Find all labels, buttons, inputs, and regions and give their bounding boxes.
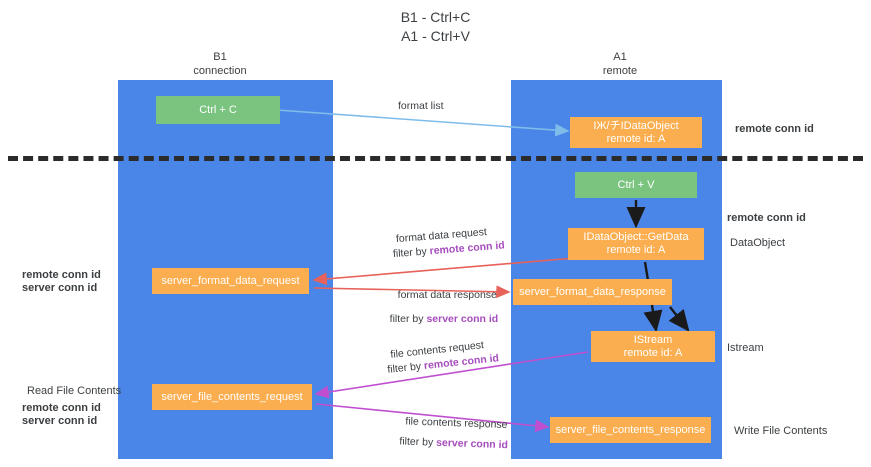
annotation-istream: Istream — [727, 342, 764, 354]
annotation-left-bottom-server-conn-id: server conn id — [22, 415, 98, 427]
edge-label-filter-key-server-conn-id-2: server conn id — [435, 436, 509, 452]
node-server-format-data-response-label: server_format_data_response — [519, 285, 666, 298]
edge-label-filter-prefix-4: filter by — [399, 435, 437, 449]
node-getdata-title: IDataObject::GetData — [583, 231, 689, 243]
node-ctrl-v[interactable]: Ctrl + V — [575, 172, 697, 198]
column-header-left: B1 connection — [193, 51, 247, 77]
annotation-left-bottom-remote-conn-id: remote conn id — [22, 402, 101, 414]
annotation-read-file-contents: Read File Contents — [27, 385, 122, 397]
annotation-remote-conn-id-top: remote conn id — [735, 123, 814, 135]
edge-label-filter-prefix: filter by — [392, 245, 431, 261]
section-separator — [8, 156, 863, 161]
edge-label-format-data-request-filter: filter by remote conn id — [380, 224, 507, 276]
node-server-file-contents-request[interactable]: server_file_contents_request — [152, 384, 312, 410]
edge-label-file-contents-response-filter: filter by server conn id — [387, 420, 509, 466]
node-idataobject-subtitle: remote id: A — [606, 132, 666, 145]
annotation-write-file-contents: Write File Contents — [734, 425, 828, 437]
node-server-file-contents-response-label: server_file_contents_response — [555, 423, 706, 436]
node-idataobject[interactable]: ΙЖ/チIDataObject remote id: A — [570, 117, 702, 148]
node-server-format-data-response[interactable]: server_format_data_response — [513, 279, 672, 305]
diagram-title: B1 - Ctrl+C A1 - Ctrl+V — [400, 9, 471, 44]
annotation-left-remote-conn-id: remote conn id — [22, 269, 101, 281]
edge-label-filter-key-remote-conn-id: remote conn id — [429, 239, 506, 258]
node-istream[interactable]: IStream remote id: A — [591, 331, 715, 362]
node-server-file-contents-request-label: server_file_contents_request — [161, 390, 303, 403]
node-idataobject-getdata[interactable]: IDataObject::GetData remote id: A — [568, 228, 704, 260]
edge-label-format-list: format list — [398, 100, 444, 112]
edge-label-filter-key-remote-conn-id-2: remote conn id — [423, 352, 500, 373]
node-ctrl-v-label: Ctrl + V — [617, 178, 655, 191]
edge-label-format-data-response: format data response — [386, 274, 497, 316]
annotation-left-server-conn-id: server conn id — [22, 282, 98, 294]
node-server-format-data-request-label: server_format_data_request — [161, 274, 300, 287]
edge-label-filter-prefix-3: filter by — [386, 360, 425, 376]
node-ctrl-c-label: Ctrl + C — [199, 103, 237, 116]
node-istream-title: IStream — [633, 333, 673, 346]
edge-label-format-data-response-filter: filter by server conn id — [378, 298, 499, 340]
node-server-file-contents-response[interactable]: server_file_contents_response — [550, 417, 711, 443]
annotation-dataobject: DataObject — [730, 237, 786, 249]
node-server-format-data-request[interactable]: server_format_data_request — [152, 268, 309, 294]
node-ctrl-c[interactable]: Ctrl + C — [156, 96, 280, 124]
edge-label-filter-key-server-conn-id: server conn id — [426, 313, 499, 325]
edge-label-format-data-response-text: format data response — [397, 289, 497, 301]
node-idataobject-title: ΙЖ/チIDataObject — [593, 119, 679, 132]
annotation-remote-conn-id-mid: remote conn id — [727, 212, 806, 224]
edge-label-filter-prefix-2: filter by — [389, 313, 427, 325]
node-istream-subtitle: remote id: A — [623, 346, 683, 359]
node-getdata-subtitle: remote id: A — [606, 244, 666, 256]
column-header-right: A1 remote — [602, 51, 638, 77]
